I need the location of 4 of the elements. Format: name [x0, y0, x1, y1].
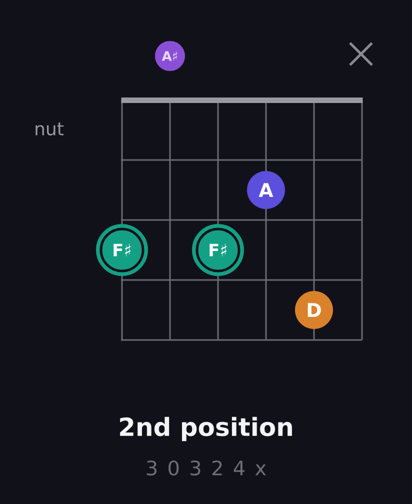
nut-label: nut	[36, 122, 64, 136]
title: 2nd position	[120, 416, 292, 442]
fingering-label: 3 0 3 2 4 x	[146, 460, 266, 476]
note-badge: A♯	[155, 41, 185, 71]
